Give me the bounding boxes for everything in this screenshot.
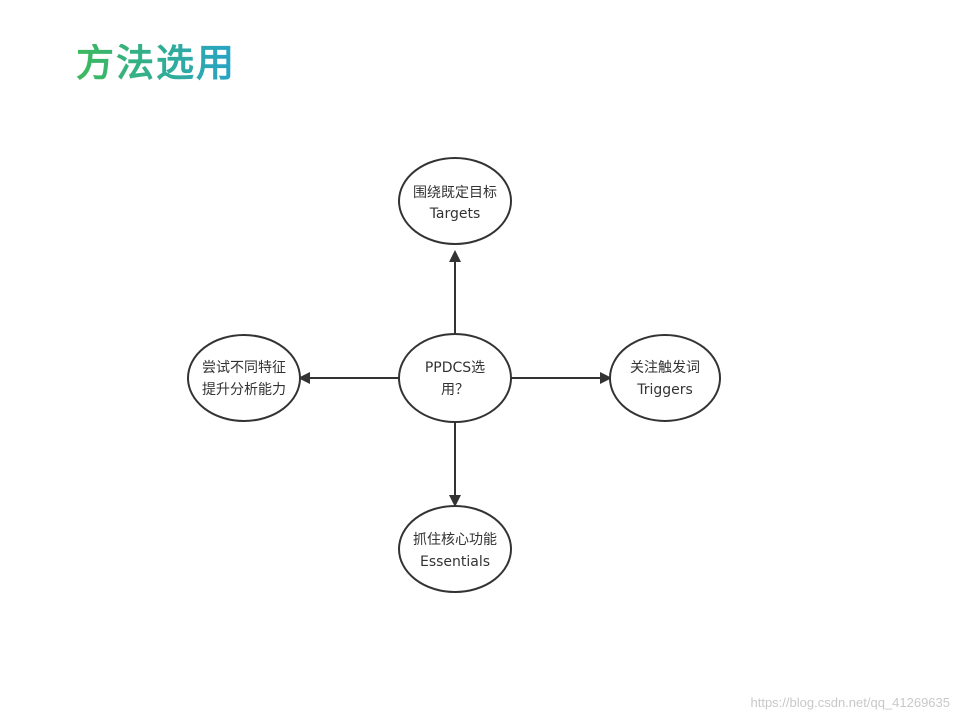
node-left-line-1: 尝试不同特征 (202, 360, 286, 376)
node-center-line-2: 用？ (441, 382, 469, 398)
node-right-line-1: 关注触发词 (630, 360, 700, 376)
node-top-targets: 围绕既定目标 Targets (398, 157, 512, 245)
node-right-line-2: Triggers (636, 382, 693, 398)
node-bottom-line-1: 抓住核心功能 (413, 532, 497, 548)
node-top-line-1: 围绕既定目标 (413, 185, 497, 201)
node-bottom-line-2: Essentials (420, 554, 490, 570)
node-top-line-2: Targets (429, 206, 481, 222)
node-left-analysis: 尝试不同特征 提升分析能力 (187, 334, 301, 422)
node-center-line-1: PPDCS选 (425, 360, 485, 376)
watermark-text: https://blog.csdn.net/qq_41269635 (750, 695, 951, 710)
node-center: PPDCS选 用？ (398, 333, 512, 423)
node-right-triggers: 关注触发词 Triggers (609, 334, 721, 422)
node-left-line-2: 提升分析能力 (202, 382, 286, 398)
page-title: 方法选用 (76, 41, 237, 85)
node-bottom-essentials: 抓住核心功能 Essentials (398, 505, 512, 593)
